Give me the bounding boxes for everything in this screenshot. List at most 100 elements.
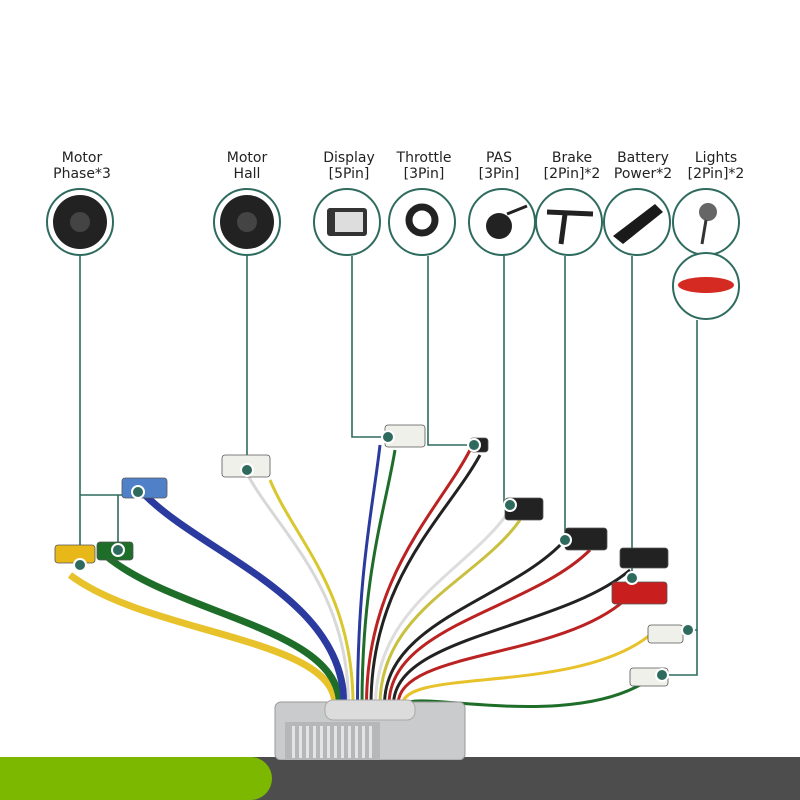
- label-line: [3Pin]: [478, 166, 520, 182]
- icon-ring: [388, 188, 456, 256]
- wire: [365, 449, 472, 706]
- wire: [356, 444, 382, 706]
- motor-hub: [70, 212, 90, 232]
- heatsink-fin: [369, 726, 372, 758]
- headlight-icon: [672, 188, 740, 256]
- connection-dot: [381, 430, 395, 444]
- light-mount: [700, 219, 708, 245]
- wire: [392, 568, 631, 706]
- tail-light-body: [678, 277, 734, 293]
- heatsink-fin: [327, 726, 330, 758]
- battery-body: [613, 204, 663, 244]
- pas-disc: [486, 213, 512, 239]
- label-line: Hall: [233, 166, 261, 182]
- heatsink-fin: [334, 726, 337, 758]
- label-line: Brake: [551, 150, 593, 166]
- wire: [374, 509, 512, 706]
- connection-dot: [131, 485, 145, 499]
- thumb-throttle-icon: [388, 188, 456, 256]
- connection-dot: [73, 558, 87, 572]
- label-line: Battery: [617, 150, 669, 166]
- hub-motor-icon: [213, 188, 281, 256]
- wire-connector: [121, 477, 168, 499]
- label-line: [3Pin]: [403, 166, 445, 182]
- label-line: Display: [323, 150, 375, 166]
- label-throttle: Throttle[3Pin]: [379, 150, 469, 182]
- battery-pack-icon: [603, 188, 671, 256]
- wire: [401, 633, 651, 706]
- tail-light-icon: [672, 252, 740, 320]
- diagram-graphics: [46, 188, 740, 760]
- heatsink-fin: [362, 726, 365, 758]
- connection-dot: [503, 498, 517, 512]
- wire-connector: [619, 547, 669, 569]
- connection-dot: [467, 438, 481, 452]
- light-lamp: [699, 203, 717, 221]
- lcd-display-icon: [313, 188, 381, 256]
- footer-bar-gray: [250, 757, 800, 800]
- heatsink-fin: [292, 726, 295, 758]
- label-line: [2Pin]*2: [543, 166, 601, 182]
- leader-line: [351, 256, 388, 438]
- heatsink-fin: [306, 726, 309, 758]
- throttle-ring: [405, 203, 439, 237]
- label-line: Motor: [61, 150, 103, 166]
- wire-connector: [647, 624, 684, 644]
- label-line: [2Pin]*2: [687, 166, 745, 182]
- heatsink-fin: [355, 726, 358, 758]
- brake-lever: [546, 209, 594, 245]
- wire: [67, 572, 339, 706]
- label-line: Throttle: [396, 150, 452, 166]
- controller-box: [274, 699, 466, 760]
- hub-motor-icon: [46, 188, 114, 256]
- label-line: Power*2: [613, 166, 673, 182]
- wire: [142, 492, 348, 706]
- label-line: Phase*3: [53, 166, 111, 182]
- wire: [405, 673, 656, 708]
- label-display: Display[5Pin]: [304, 150, 394, 182]
- label-line: [5Pin]: [328, 166, 370, 182]
- motor-hub: [237, 212, 257, 232]
- leader-line: [662, 630, 698, 676]
- display-screen: [335, 212, 363, 232]
- heatsink-fin: [341, 726, 344, 758]
- footer-bar-green: [0, 757, 272, 800]
- icon-ring: [535, 188, 603, 256]
- leader-line: [688, 320, 698, 631]
- wire: [102, 552, 343, 706]
- brake-lever-icon: [535, 188, 603, 256]
- leader-line: [427, 256, 474, 446]
- label-pas: PAS[3Pin]: [454, 150, 544, 182]
- wire: [268, 479, 355, 706]
- connection-dot: [558, 533, 572, 547]
- wire: [383, 538, 567, 706]
- leader-line: [503, 256, 510, 506]
- wire: [243, 469, 350, 706]
- connection-dot: [681, 623, 695, 637]
- label-line: PAS: [485, 150, 512, 166]
- pas-sensor-icon: [468, 188, 536, 256]
- label-line: Motor: [226, 150, 268, 166]
- wire: [378, 519, 522, 706]
- label-brake: Brake[2Pin]*2: [527, 150, 617, 182]
- wire: [396, 598, 626, 706]
- pas-cable: [506, 204, 528, 216]
- connection-dot: [111, 543, 125, 557]
- label-line: Lights: [694, 150, 738, 166]
- wire: [369, 454, 482, 706]
- wire: [360, 449, 397, 706]
- heatsink-fin: [348, 726, 351, 758]
- connection-dot: [655, 668, 669, 682]
- wire-connector: [611, 581, 668, 605]
- label-lights: Lights[2Pin]*2: [671, 150, 761, 182]
- heatsink-fin: [320, 726, 323, 758]
- wire: [387, 548, 592, 706]
- connection-dot: [240, 463, 254, 477]
- heatsink-fin: [313, 726, 316, 758]
- heatsink-fin: [299, 726, 302, 758]
- connection-dot: [625, 571, 639, 585]
